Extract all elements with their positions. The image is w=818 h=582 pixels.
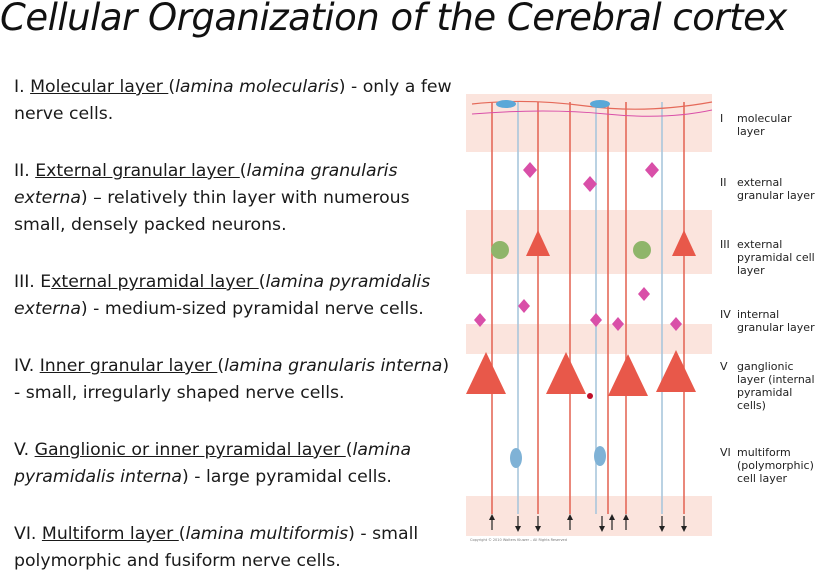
- large-pyramidal-cell: [608, 354, 648, 396]
- layer-description: - only a few nerve cells.: [14, 77, 452, 124]
- granule-cell: [590, 313, 602, 327]
- paren-close: ): [182, 467, 189, 487]
- direction-arrow-head: [535, 526, 541, 532]
- stellate-cell: [633, 241, 651, 259]
- paren-open: (: [239, 161, 247, 181]
- granule-cell: [523, 162, 537, 178]
- direction-arrow-head: [567, 514, 573, 520]
- figure-label-text: external granular layer: [737, 176, 815, 202]
- layer-item-external-pyramidal: III. External pyramidal layer (lamina py…: [14, 269, 460, 323]
- horizontal-cell: [496, 100, 516, 108]
- paren-close: ): [348, 524, 355, 544]
- layer-number: II.: [14, 161, 36, 181]
- layer-name: Inner granular layer: [39, 356, 218, 376]
- large-pyramidal-cell: [546, 352, 586, 394]
- layer-name: External granular layer: [35, 161, 240, 181]
- direction-arrow-head: [599, 526, 605, 532]
- horizontal-fiber: [471, 109, 713, 117]
- figure-label-text: multiform (polymorphic) cell layer: [737, 446, 814, 485]
- layer-name: xternal pyramidal layer: [51, 272, 259, 292]
- layer-band: [466, 496, 712, 536]
- layer-description: - large pyramidal cells.: [188, 467, 392, 487]
- layer-name: Molecular layer: [30, 77, 169, 97]
- granule-cell: [612, 317, 624, 331]
- direction-arrow-head: [681, 526, 687, 532]
- paren-close: ): [442, 356, 450, 376]
- figure-label-number: IV: [720, 308, 731, 321]
- paren-open: (: [178, 524, 186, 544]
- figure-label-text: internal granular layer: [737, 308, 815, 334]
- layer-band: [466, 324, 712, 354]
- layer-name: Ganglionic or inner pyramidal layer: [34, 440, 346, 460]
- layer-latin-name: lamina granularis interna: [224, 356, 443, 376]
- figure-label-number: V: [720, 360, 728, 373]
- paren-open: (: [217, 356, 225, 376]
- direction-arrow-head: [489, 514, 495, 520]
- pyramidal-cell: [526, 230, 550, 256]
- layer-band: [466, 210, 712, 274]
- layer-latin-name: lamina pyramidalis interna: [14, 440, 412, 487]
- stellate-cell: [491, 241, 509, 259]
- layer-number: III. E: [14, 272, 52, 292]
- horizontal-cell: [590, 100, 610, 108]
- figure-label-number: III: [720, 238, 730, 251]
- synapse-marker: [587, 393, 593, 399]
- direction-arrow-head: [515, 526, 521, 532]
- cortex-diagram: [466, 94, 713, 536]
- layer-item-multiform: VI. Multiform layer (lamina multiformis)…: [14, 521, 460, 575]
- granule-cell: [518, 299, 530, 313]
- large-pyramidal-cell: [656, 350, 696, 392]
- layer-description: – relatively thin layer with numerous sm…: [14, 188, 410, 235]
- layer-latin-name: lamina pyramidalis externa: [14, 272, 431, 319]
- layer-description: - small, irregularly shaped nerve cells.: [14, 383, 345, 403]
- layer-name: Multiform layer: [41, 524, 179, 544]
- pyramidal-cell: [672, 230, 696, 256]
- layer-item-molecular: I. Molecular layer (lamina molecularis) …: [14, 74, 460, 128]
- paren-open: (: [168, 77, 176, 97]
- layer-number: V.: [14, 440, 35, 460]
- figure-label-text: molecular layer: [737, 112, 792, 138]
- layer-item-ganglionic: V. Ganglionic or inner pyramidal layer (…: [14, 437, 460, 491]
- figure-label-text: external pyramidal cell layer: [737, 238, 815, 277]
- layer-latin-name: lamina multiformis: [185, 524, 349, 544]
- granule-cell: [474, 313, 486, 327]
- paren-close: ): [338, 77, 346, 97]
- granule-cell: [638, 287, 650, 301]
- layer-latin-name: lamina molecularis: [175, 77, 339, 97]
- page-title: Cellular Organization of the Cerebral co…: [0, 0, 787, 39]
- layer-number: I.: [14, 77, 31, 97]
- paren-open: (: [258, 272, 266, 292]
- figure-label-text: ganglionic layer (internal pyramidal cel…: [737, 360, 815, 412]
- layer-item-inner-granular: IV. Inner granular layer (lamina granula…: [14, 353, 460, 407]
- large-pyramidal-cell: [466, 352, 506, 394]
- layer-number: IV.: [14, 356, 40, 376]
- paren-open: (: [345, 440, 353, 460]
- layer-description: - small polymorphic and fusiform nerve c…: [14, 524, 419, 571]
- granule-cell: [583, 176, 597, 192]
- paren-close: ): [80, 188, 88, 208]
- direction-arrow-head: [659, 526, 665, 532]
- layer-number: VI.: [14, 524, 42, 544]
- figure-label-number: II: [720, 176, 727, 189]
- paren-close: ): [80, 299, 88, 319]
- copyright-note: Copyright © 2010 Wolters Kluwer – All Ri…: [470, 538, 567, 542]
- fusiform-cell: [510, 448, 522, 468]
- granule-cell: [670, 317, 682, 331]
- direction-arrow-head: [623, 514, 629, 520]
- figure-label-number: I: [720, 112, 724, 125]
- granule-cell: [645, 162, 659, 178]
- layer-item-external-granular: II. External granular layer (lamina gran…: [14, 158, 460, 239]
- layer-latin-name: lamina granularis externa: [14, 161, 398, 208]
- figure-label-number: VI: [720, 446, 731, 459]
- cortex-layers-illustration: I molecular layer II external granular l…: [466, 84, 816, 560]
- layer-description: - medium-sized pyramidal nerve cells.: [87, 299, 424, 319]
- direction-arrow-head: [609, 514, 615, 520]
- layer-list: I. Molecular layer (lamina molecularis) …: [14, 74, 460, 575]
- fusiform-cell: [594, 446, 606, 466]
